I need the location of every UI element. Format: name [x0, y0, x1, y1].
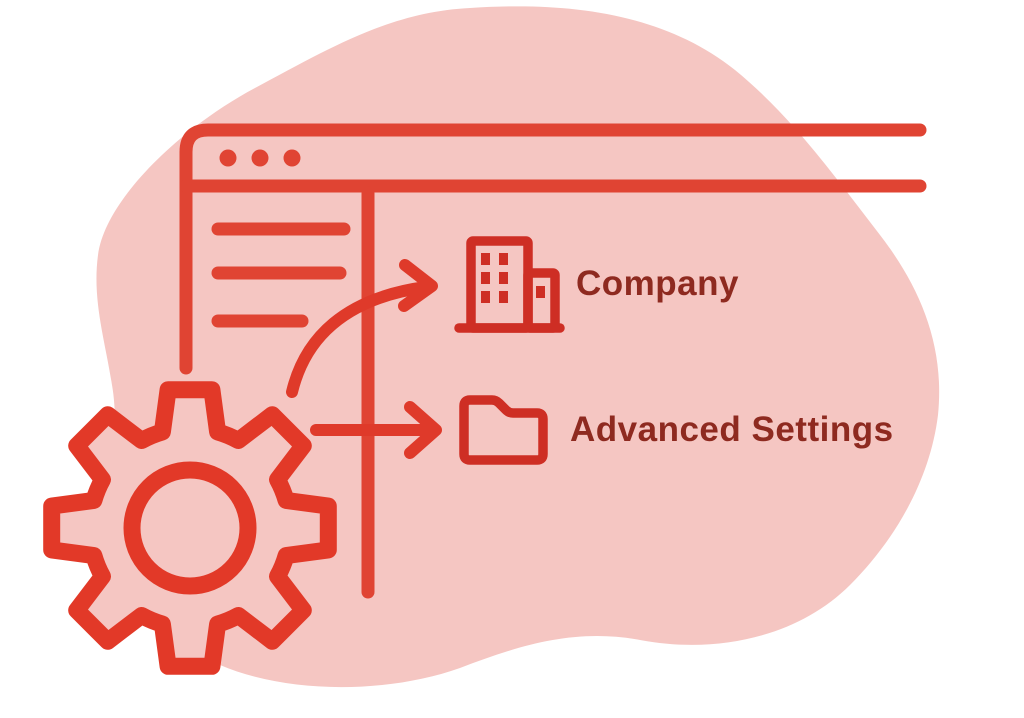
folder-icon [459, 395, 548, 465]
gear-center-circle [123, 461, 257, 595]
window-dot [283, 149, 301, 167]
window-frame [179, 123, 927, 375]
straight-arrow-icon [310, 401, 442, 459]
advanced-settings-label: Advanced Settings [570, 410, 894, 449]
curved-arrow-shaft [286, 281, 432, 398]
window-dot [219, 149, 237, 167]
gear-icon [43, 381, 337, 675]
curved-arrow-head [398, 259, 438, 312]
straight-arrow-head [404, 401, 442, 459]
company-label: Company [576, 264, 739, 303]
browser-window-icon [179, 123, 927, 599]
building-windows [481, 253, 545, 303]
window-dot [251, 149, 269, 167]
folder-outline [459, 395, 548, 465]
building-icon [454, 236, 565, 333]
gear-outline [43, 381, 337, 675]
curved-arrow-icon [286, 259, 438, 398]
window-dots-icon [219, 149, 301, 167]
